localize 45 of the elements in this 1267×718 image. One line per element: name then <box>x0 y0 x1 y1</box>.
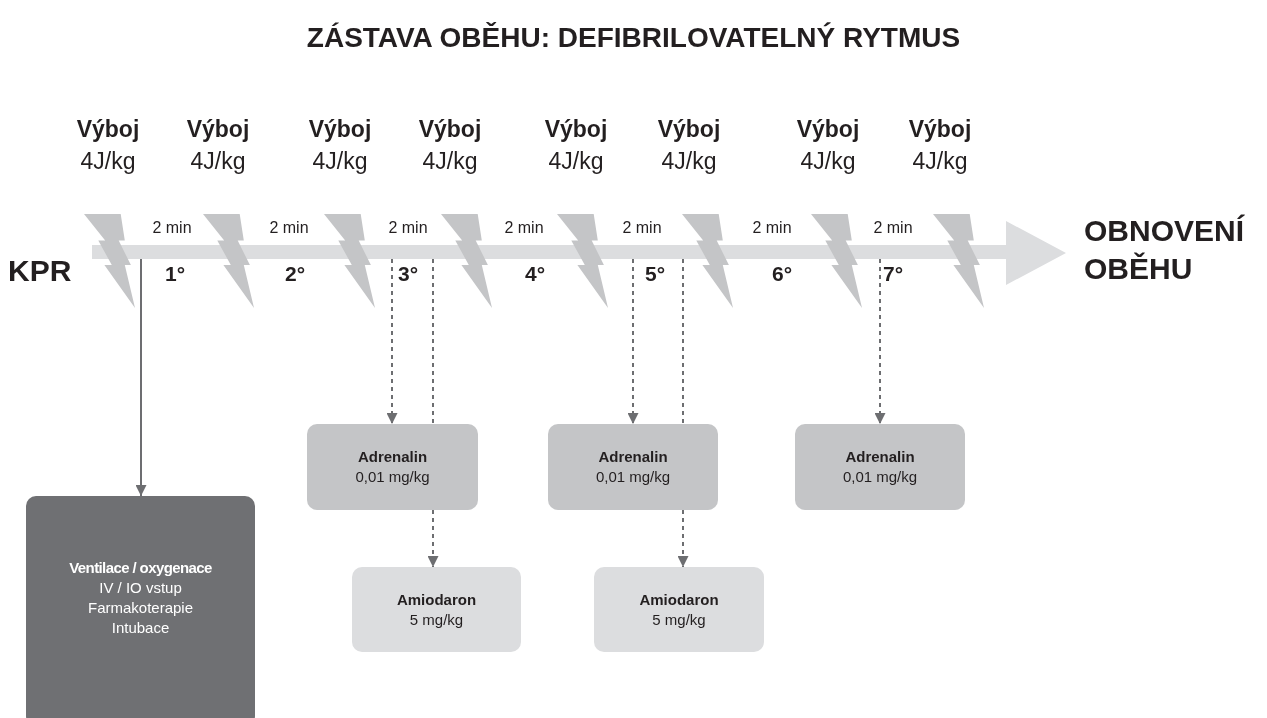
cycle-number: 1° <box>163 262 187 286</box>
task-box: Ventilace / oxygenace IV / IO vstup Farmakoterapie Intubace <box>26 496 255 718</box>
energy-dose: 4J/kg <box>79 148 137 175</box>
dashed-arrow <box>386 258 398 425</box>
dashed-arrow <box>677 509 689 568</box>
interval-label: 2 min <box>872 219 914 237</box>
energy-dose: 4J/kg <box>660 148 718 175</box>
start-label: KPR <box>8 254 72 288</box>
cycle-number: 7° <box>881 262 905 286</box>
cycle-number: 5° <box>643 262 667 286</box>
cycle-number: 4° <box>523 262 547 286</box>
dashed-arrow <box>427 509 439 568</box>
shock-label: Výboj <box>907 116 973 143</box>
interval-label: 2 min <box>268 219 310 237</box>
drug-box: Adrenalin 0,01 mg/kg <box>548 424 718 510</box>
dashed-arrow <box>627 258 639 425</box>
shock-label: Výboj <box>417 116 483 143</box>
diagram-title: ZÁSTAVA OBĚHU: DEFIBRILOVATELNÝ RYTMUS <box>305 22 962 54</box>
interval-label: 2 min <box>751 219 793 237</box>
energy-dose: 4J/kg <box>547 148 605 175</box>
drug-box: Adrenalin 0,01 mg/kg <box>307 424 478 510</box>
energy-dose: 4J/kg <box>799 148 857 175</box>
dashed-arrow <box>874 258 886 425</box>
energy-dose: 4J/kg <box>421 148 479 175</box>
shock-label: Výboj <box>795 116 861 143</box>
energy-dose: 4J/kg <box>311 148 369 175</box>
drug-box: Adrenalin 0,01 mg/kg <box>795 424 965 510</box>
interval-label: 2 min <box>503 219 545 237</box>
interval-label: 2 min <box>151 219 193 237</box>
energy-dose: 4J/kg <box>189 148 247 175</box>
cycle-number: 2° <box>283 262 307 286</box>
end-label: OBNOVENÍ OBĚHU <box>1084 213 1246 287</box>
drug-box: Amiodaron 5 mg/kg <box>594 567 764 652</box>
shock-label: Výboj <box>75 116 141 143</box>
shock-label: Výboj <box>543 116 609 143</box>
energy-dose: 4J/kg <box>911 148 969 175</box>
shock-label: Výboj <box>185 116 251 143</box>
shock-label: Výboj <box>656 116 722 143</box>
arrow <box>135 258 147 497</box>
drug-box: Amiodaron 5 mg/kg <box>352 567 521 652</box>
shock-label: Výboj <box>307 116 373 143</box>
cycle-number: 6° <box>770 262 794 286</box>
cycle-number: 3° <box>396 262 420 286</box>
interval-label: 2 min <box>621 219 663 237</box>
interval-label: 2 min <box>387 219 429 237</box>
